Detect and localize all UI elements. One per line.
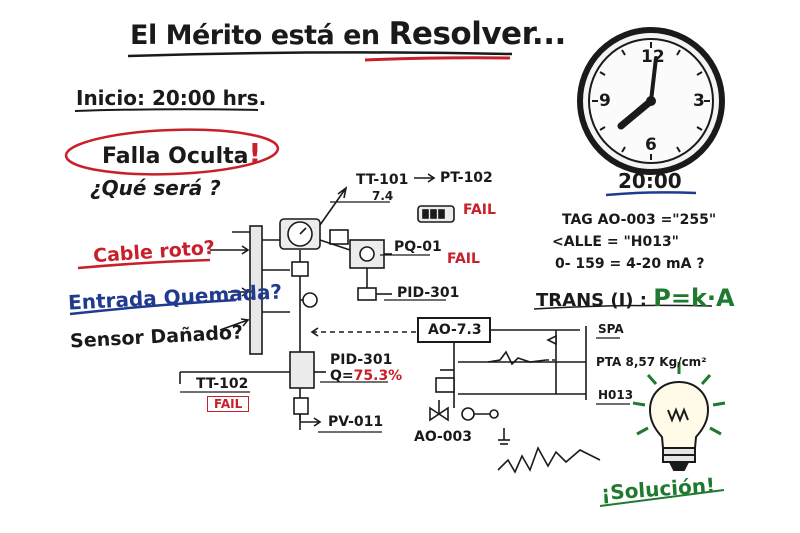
fault-ellipse	[64, 128, 280, 176]
pid301-mid-label: PID-301	[330, 352, 393, 368]
note-tag: TAG AO-003 ="255"	[562, 212, 717, 228]
clock-numeral-6: 6	[645, 135, 657, 155]
trans-equation: P=k·A	[653, 284, 735, 312]
pta-label: PTA 8,57 Kg/cm²	[596, 355, 707, 369]
pt102-label: PT-102	[440, 170, 493, 186]
clock-numeral-9: 9	[599, 91, 611, 111]
tt101-label: TT-101	[356, 172, 409, 188]
question-label: ¿Qué será ?	[90, 176, 221, 200]
spa-label: SPA	[598, 322, 624, 336]
title-prefix: El Mérito está en	[130, 20, 389, 51]
flow-value: 75.3%	[353, 368, 403, 384]
flow-label: Q=	[330, 368, 354, 384]
clock-numeral-12: 12	[641, 47, 665, 67]
trans-formula: TRANS (I) : P=k·A	[536, 284, 735, 312]
pt102-fail: FAIL	[463, 202, 496, 218]
hidden-fault-label: Falla Oculta!	[102, 137, 261, 170]
page-title: El Mérito está en Resolver...	[130, 16, 566, 52]
note-alle: <ALLE = "H013"	[552, 234, 679, 250]
pid301-flow: Q=75.3%	[330, 368, 402, 384]
wall-clock-icon	[577, 27, 725, 175]
tt102-fail: FAIL	[207, 396, 250, 412]
light-bulb-icon	[632, 362, 726, 471]
note-range: 0- 159 = 4-20 mA ?	[555, 256, 705, 272]
tt102-label: TT-102	[196, 376, 249, 392]
pq01-label: PQ-01	[394, 239, 442, 255]
pq01-fail: FAIL	[447, 251, 480, 267]
ao003-label: AO-003	[414, 429, 473, 445]
fault-text: Falla Oculta	[102, 144, 249, 169]
trans-label: TRANS (I) :	[536, 290, 647, 311]
start-time-label: Inicio: 20:00 hrs.	[76, 86, 267, 110]
tt101-value: 7.4	[372, 189, 394, 203]
h013-label: H013	[598, 388, 634, 402]
clock-time-label: 20:00	[618, 169, 682, 193]
ao73-label: AO-7.3	[428, 322, 482, 338]
clock-numeral-3: 3	[693, 91, 705, 111]
pv011-label: PV-011	[328, 414, 384, 430]
title-emphasis: Resolver...	[388, 16, 567, 52]
pid301-top-label: PID-301	[397, 285, 460, 301]
fault-exclamation: !	[248, 137, 262, 170]
